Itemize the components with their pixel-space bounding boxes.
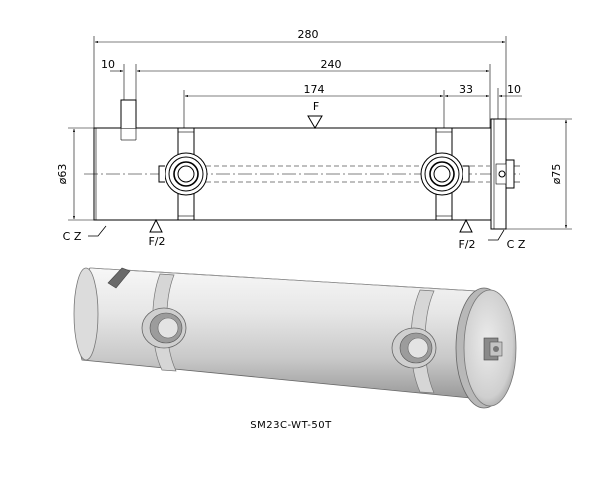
- dim-10-left-label: 10: [101, 58, 115, 71]
- vent-slot: [120, 99, 137, 128]
- orthographic-view: [68, 36, 572, 241]
- isometric-render: [73, 267, 517, 409]
- dimension-labels: 280 10 240 174 33 10 ø63 ø75 F F/2 F/2 C…: [56, 28, 563, 251]
- dim-10-right-label: 10: [507, 83, 521, 96]
- force-center-label: F: [313, 100, 319, 113]
- dim-d63-label: ø63: [56, 164, 69, 185]
- force-right-label: F/2: [458, 238, 475, 251]
- end-fitting: [505, 159, 515, 189]
- force-left-label: F/2: [148, 235, 165, 248]
- force-triangle-right: [459, 218, 473, 233]
- dim-174-label: 174: [304, 83, 325, 96]
- render-port-left: [141, 307, 187, 349]
- render-vent: [107, 267, 131, 289]
- support-leader-left: [88, 225, 107, 237]
- model-caption: SM23C-WT-50T: [250, 420, 332, 431]
- force-triangle-center: [307, 115, 323, 129]
- support-left-label: C Z: [63, 230, 82, 243]
- render-end-fitting: [483, 337, 503, 361]
- support-leader-right: [488, 229, 505, 241]
- support-right-label: C Z: [507, 238, 526, 251]
- dim-280-label: 280: [298, 28, 319, 41]
- dim-240-label: 240: [321, 58, 342, 71]
- port-right: [420, 152, 470, 196]
- force-triangle-left: [149, 218, 163, 233]
- render-shell: [76, 267, 495, 399]
- render-port-right: [391, 327, 437, 369]
- dim-33-label: 33: [459, 83, 473, 96]
- port-left: [158, 152, 208, 196]
- dim-d75-label: ø75: [550, 164, 563, 185]
